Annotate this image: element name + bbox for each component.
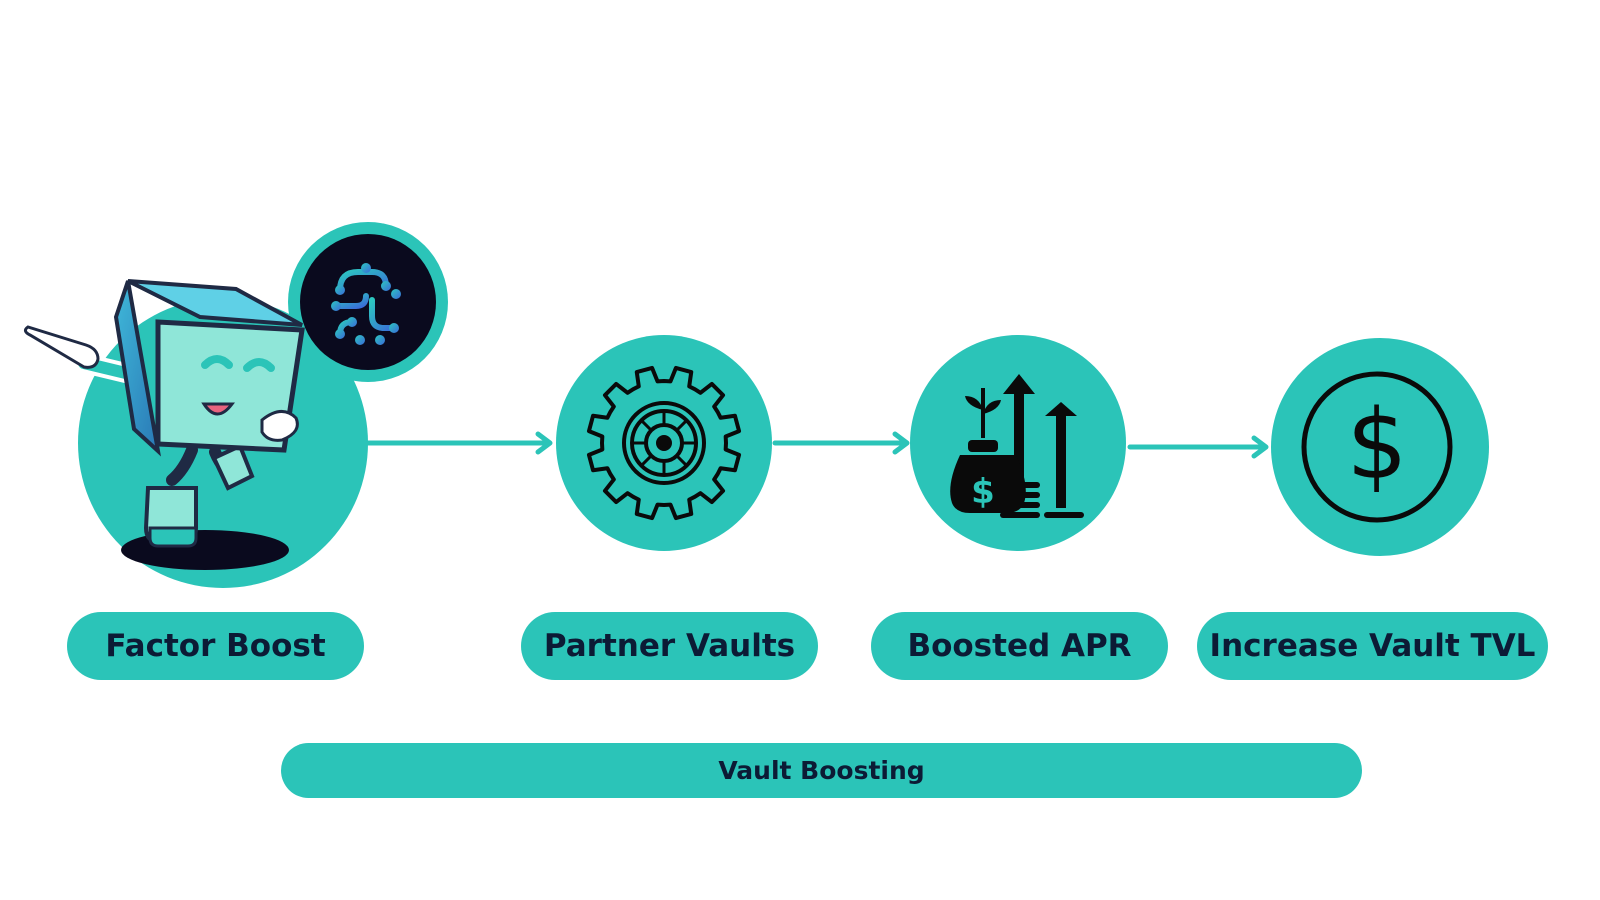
vault-boosting-banner: Vault Boosting [281, 743, 1362, 798]
money-growth-icon: $ [950, 374, 1084, 518]
dollar-circle-icon: $ [1301, 371, 1453, 523]
cube-mascot-icon [23, 279, 305, 570]
svg-text:$: $ [1346, 389, 1407, 501]
gear-icon [586, 365, 742, 521]
step-label-increase-vault-tvl: Increase Vault TVL [1197, 612, 1548, 680]
arrow-icon [365, 431, 553, 455]
arrow-icon [1127, 435, 1269, 459]
factor-logo-icon [288, 222, 448, 382]
arrow-icon [772, 431, 910, 455]
step-label-partner-vaults: Partner Vaults [521, 612, 818, 680]
step-label-boosted-apr: Boosted APR [871, 612, 1168, 680]
step-label-factor-boost: Factor Boost [67, 612, 364, 680]
svg-text:$: $ [971, 472, 995, 512]
